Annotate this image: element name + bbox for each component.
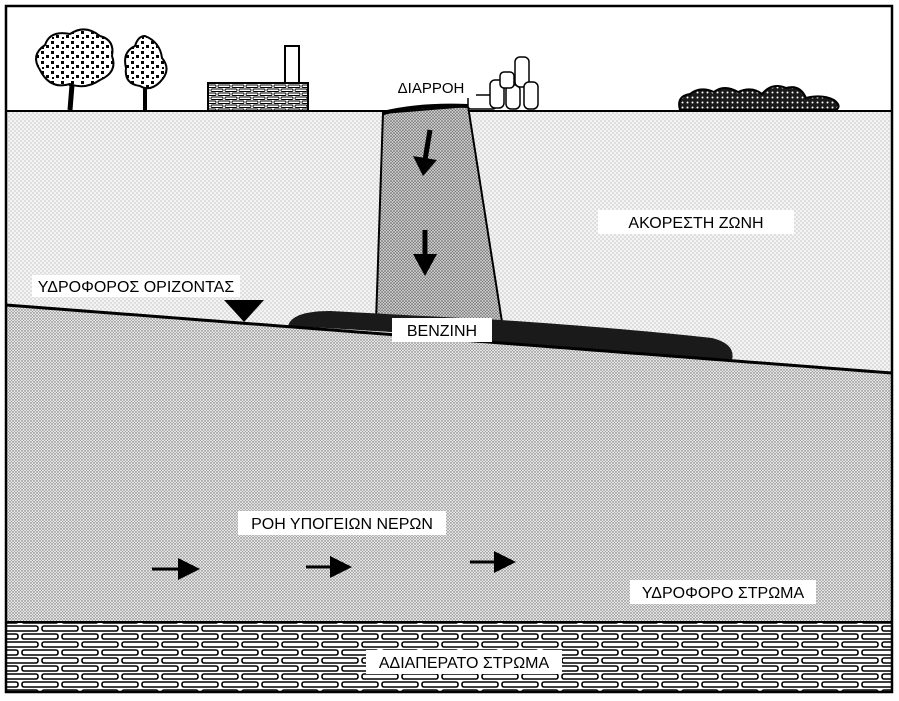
gasoline-label: ΒΕΝΖΙΝΗ	[392, 318, 492, 342]
unsaturated-zone-label: ΑΚΟΡΕΣΤΗ ΖΩΝΗ	[598, 210, 794, 234]
svg-text:ΒΕΝΖΙΝΗ: ΒΕΝΖΙΝΗ	[407, 323, 477, 340]
svg-text:ΥΔΡΟΦΟΡΟΣ ΟΡΙΖΟΝΤΑΣ: ΥΔΡΟΦΟΡΟΣ ΟΡΙΖΟΝΤΑΣ	[38, 279, 235, 296]
groundwater-flow-label: ΡΟΗ ΥΠΟΓΕΙΩΝ ΝΕΡΩΝ	[238, 511, 446, 535]
aquifer-label: ΥΔΡΟΦΟΡΟ ΣΤΡΩΜΑ	[630, 580, 816, 604]
water-table-label: ΥΔΡΟΦΟΡΟΣ ΟΡΙΖΟΝΤΑΣ	[32, 275, 240, 297]
impermeable-layer-label: ΑΔΙΑΠΕΡΑΤΟ ΣΤΡΩΜΑ	[366, 650, 562, 674]
svg-text:ΔΙΑΡΡΟΗ: ΔΙΑΡΡΟΗ	[398, 80, 465, 97]
svg-text:ΡΟΗ ΥΠΟΓΕΙΩΝ ΝΕΡΩΝ: ΡΟΗ ΥΠΟΓΕΙΩΝ ΝΕΡΩΝ	[251, 516, 433, 533]
leak-label: ΔΙΑΡΡΟΗ	[386, 78, 476, 98]
svg-text:ΑΚΟΡΕΣΤΗ ΖΩΝΗ: ΑΚΟΡΕΣΤΗ ΖΩΝΗ	[628, 215, 763, 232]
svg-text:ΑΔΙΑΠΕΡΑΤΟ ΣΤΡΩΜΑ: ΑΔΙΑΠΕΡΑΤΟ ΣΤΡΩΜΑ	[379, 655, 550, 672]
svg-text:ΥΔΡΟΦΟΡΟ ΣΤΡΩΜΑ: ΥΔΡΟΦΟΡΟ ΣΤΡΩΜΑ	[642, 585, 805, 602]
